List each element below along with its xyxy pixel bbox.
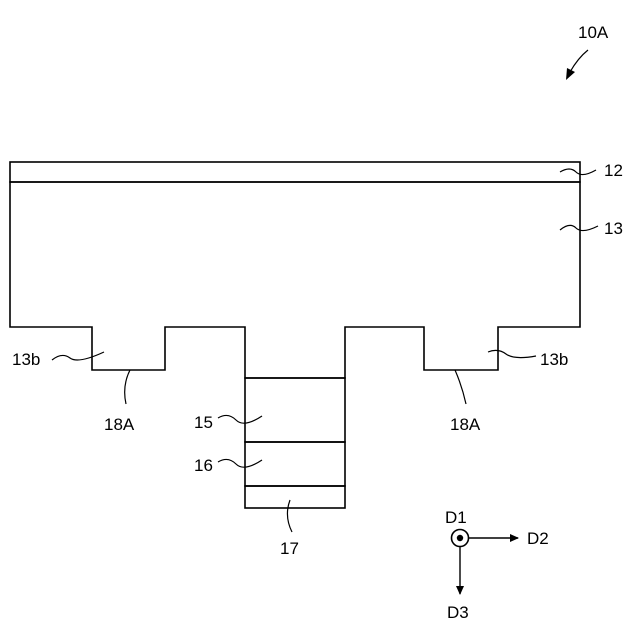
direction-indicator: D1 D2 D3 bbox=[445, 508, 549, 622]
leader-16 bbox=[218, 459, 262, 467]
label-17: 17 bbox=[280, 539, 299, 558]
axis-label-d1: D1 bbox=[445, 508, 467, 527]
leader-15 bbox=[218, 415, 262, 423]
leader-13 bbox=[560, 225, 598, 230]
axis-label-d2: D2 bbox=[527, 529, 549, 548]
layer-13-body bbox=[10, 182, 580, 378]
label-13b-right: 13b bbox=[540, 350, 568, 369]
leader-17 bbox=[287, 500, 292, 532]
ref-label-10a: 10A bbox=[578, 23, 609, 42]
label-18a-right: 18A bbox=[450, 415, 481, 434]
layer-12 bbox=[10, 162, 580, 182]
label-15: 15 bbox=[194, 413, 213, 432]
leader-13b-right bbox=[488, 350, 536, 357]
label-18a-left: 18A bbox=[104, 415, 135, 434]
label-13: 13 bbox=[604, 219, 623, 238]
leader-18a-right bbox=[455, 370, 466, 404]
d1-dot-icon bbox=[457, 535, 463, 541]
label-12: 12 bbox=[604, 161, 623, 180]
leader-12 bbox=[560, 169, 596, 175]
layer-17 bbox=[245, 486, 345, 508]
ref-arrow-10a bbox=[570, 50, 588, 72]
layer-15 bbox=[245, 378, 345, 442]
layer-16 bbox=[245, 442, 345, 486]
label-13b-left: 13b bbox=[12, 350, 40, 369]
leader-13b-left bbox=[52, 352, 104, 360]
ref-arrowhead-10a bbox=[566, 68, 575, 80]
axis-label-d3: D3 bbox=[447, 603, 469, 622]
leader-18a-left bbox=[125, 370, 130, 404]
label-16: 16 bbox=[194, 456, 213, 475]
